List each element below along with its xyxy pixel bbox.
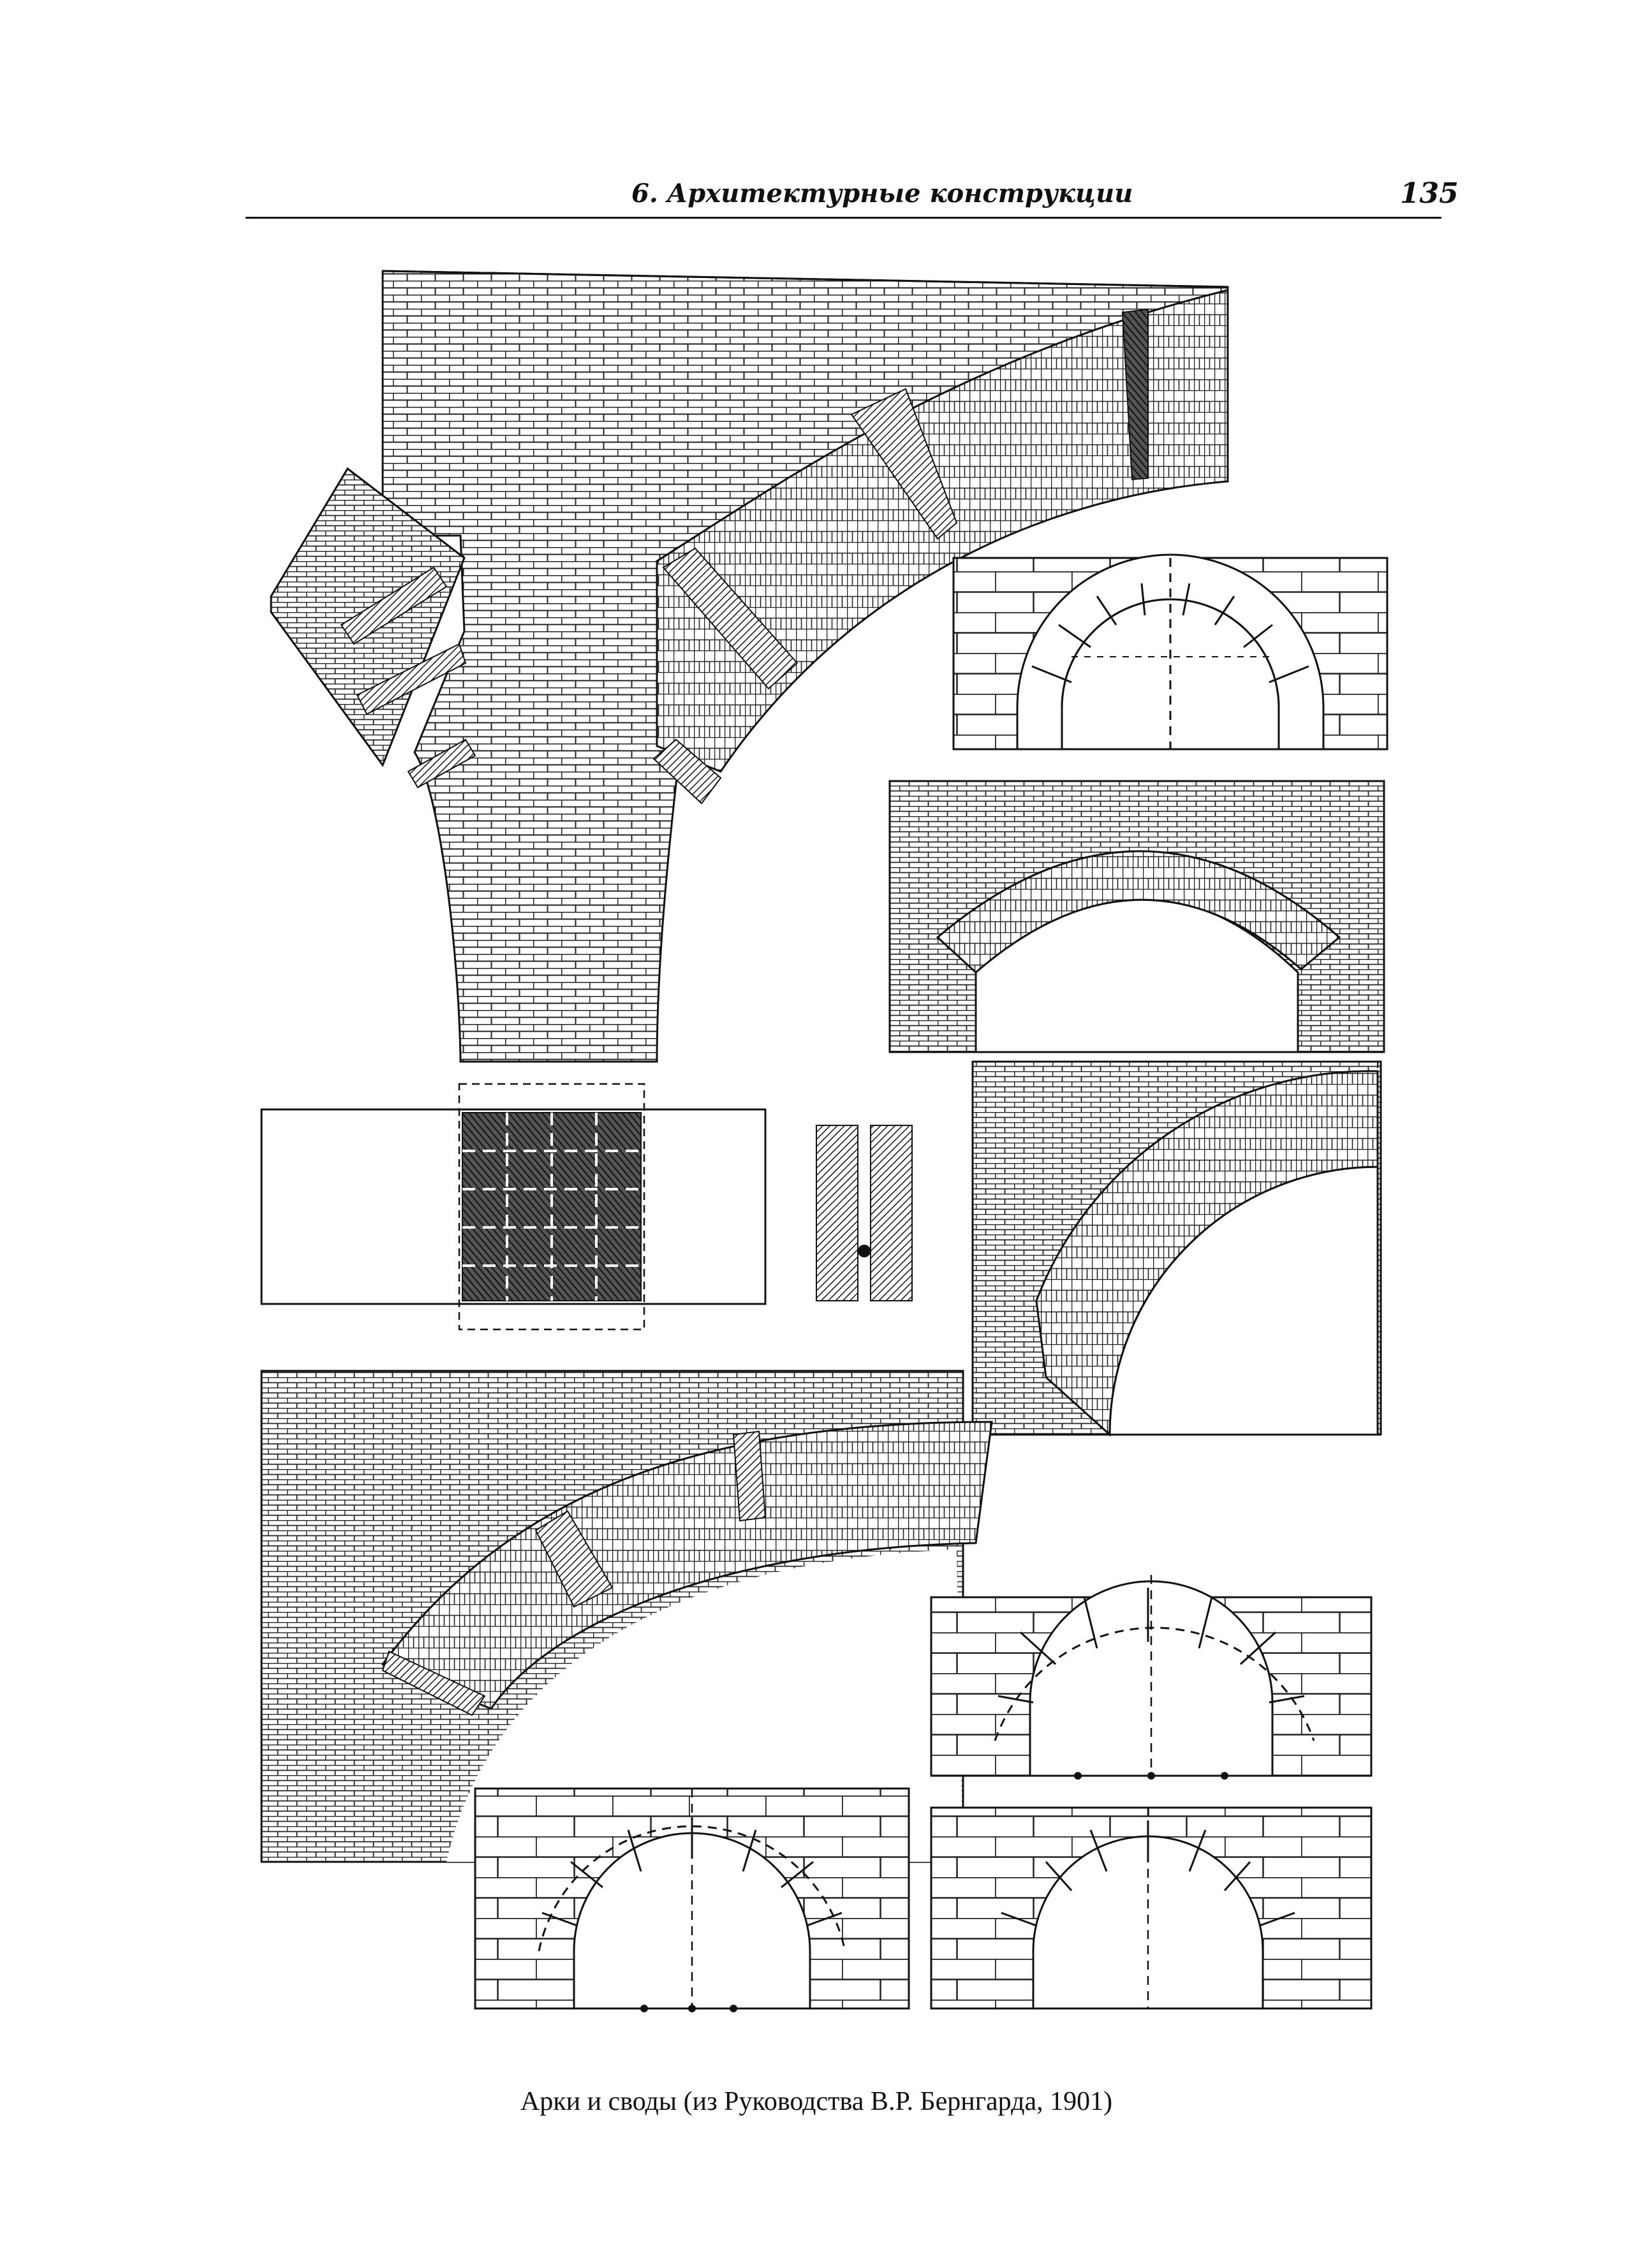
running-title: 6. Архитектурные конструкции xyxy=(631,179,1133,209)
stone-arch-figure-2 xyxy=(930,1575,1373,1780)
page-number: 135 xyxy=(1400,177,1459,210)
segmental-brick-arch-figure xyxy=(888,780,1385,1053)
plan-section-figure xyxy=(260,1083,913,1331)
stone-arch-figure-4 xyxy=(930,1806,1373,2010)
header-rule xyxy=(246,217,1441,219)
stone-arch-figure-1 xyxy=(952,553,1388,750)
stone-arch-figure-3 xyxy=(474,1787,910,2012)
quarter-brick-arch-figure-right xyxy=(971,1060,1382,1437)
figure-caption: Арки и своды (из Руководства В.Р. Бернга… xyxy=(520,2087,1113,2116)
brick-pier-figure xyxy=(270,270,1229,1063)
quarter-brick-arch-figure-left xyxy=(260,1370,993,1863)
